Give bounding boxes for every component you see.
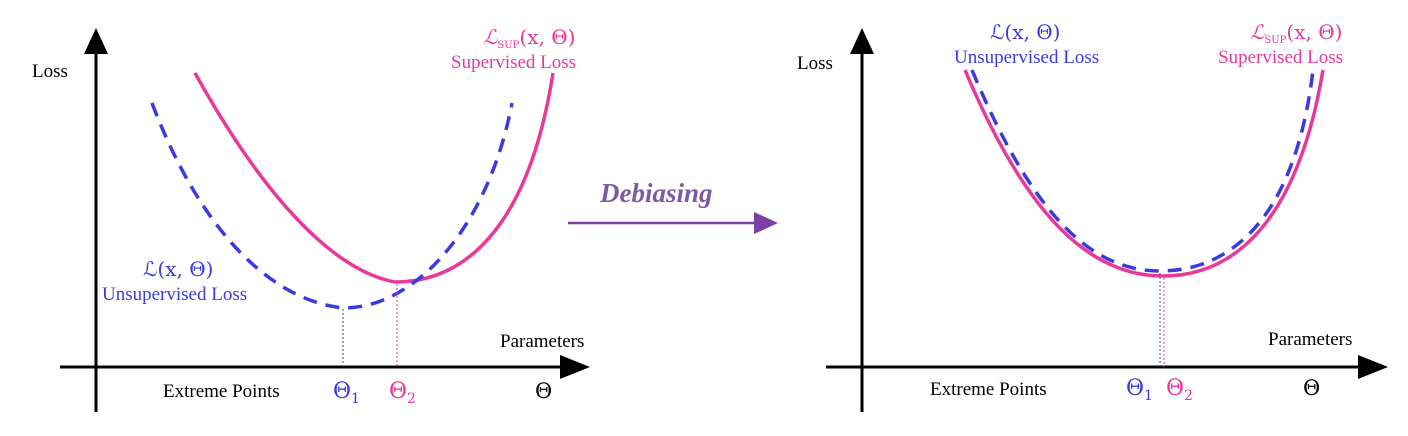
left-panel: Loss Parameters Extreme Points Θ Θ1 Θ2 ℒ… <box>32 25 590 412</box>
left-sup-formula: ℒSUP(x, Θ) <box>483 25 575 51</box>
left-loss-label: Loss <box>32 61 68 82</box>
right-parameters-label: Parameters <box>1268 329 1352 350</box>
right-sup-formula: ℒSUP(x, Θ) <box>1250 20 1342 46</box>
right-theta1-label: Θ1 <box>1126 376 1153 404</box>
right-x-axis-arrowhead <box>1358 355 1388 379</box>
left-x-axis-arrowhead <box>560 355 590 379</box>
right-theta2-label: Θ2 <box>1166 376 1193 404</box>
left-parameters-label: Parameters <box>500 331 584 352</box>
right-theta-axis-label: Θ <box>1303 376 1320 400</box>
right-loss-label: Loss <box>797 53 833 74</box>
right-supervised-loss-curve <box>963 69 1325 278</box>
left-theta1-label: Θ1 <box>333 379 360 407</box>
right-sup-label: Supervised Loss <box>1218 47 1343 68</box>
left-unsup-label: Unsupervised Loss <box>102 284 247 305</box>
debiasing-arrow-group: Debiasing <box>568 178 778 234</box>
right-unsup-label: Unsupervised Loss <box>954 47 1099 68</box>
left-supervised-loss-curve <box>193 72 555 284</box>
right-y-axis-arrowhead <box>850 28 874 54</box>
left-theta-axis-label: Θ <box>535 379 552 403</box>
left-theta2-label: Θ2 <box>389 379 416 407</box>
right-panel: Loss Parameters Extreme Points Θ Θ1 Θ2 ℒ… <box>797 20 1388 412</box>
left-y-axis-arrowhead <box>84 28 108 54</box>
left-sup-label: Supervised Loss <box>451 52 576 73</box>
right-extreme-points-label: Extreme Points <box>930 379 1047 400</box>
left-unsupervised-loss-curve <box>150 102 514 310</box>
debiasing-label: Debiasing <box>599 178 713 208</box>
right-unsupervised-loss-curve <box>970 69 1315 273</box>
right-unsup-formula: ℒ(x, Θ) <box>990 20 1060 44</box>
left-unsup-formula: ℒ(x, Θ) <box>143 257 213 281</box>
left-extreme-points-label: Extreme Points <box>163 381 280 402</box>
debiasing-arrowhead <box>754 212 778 234</box>
